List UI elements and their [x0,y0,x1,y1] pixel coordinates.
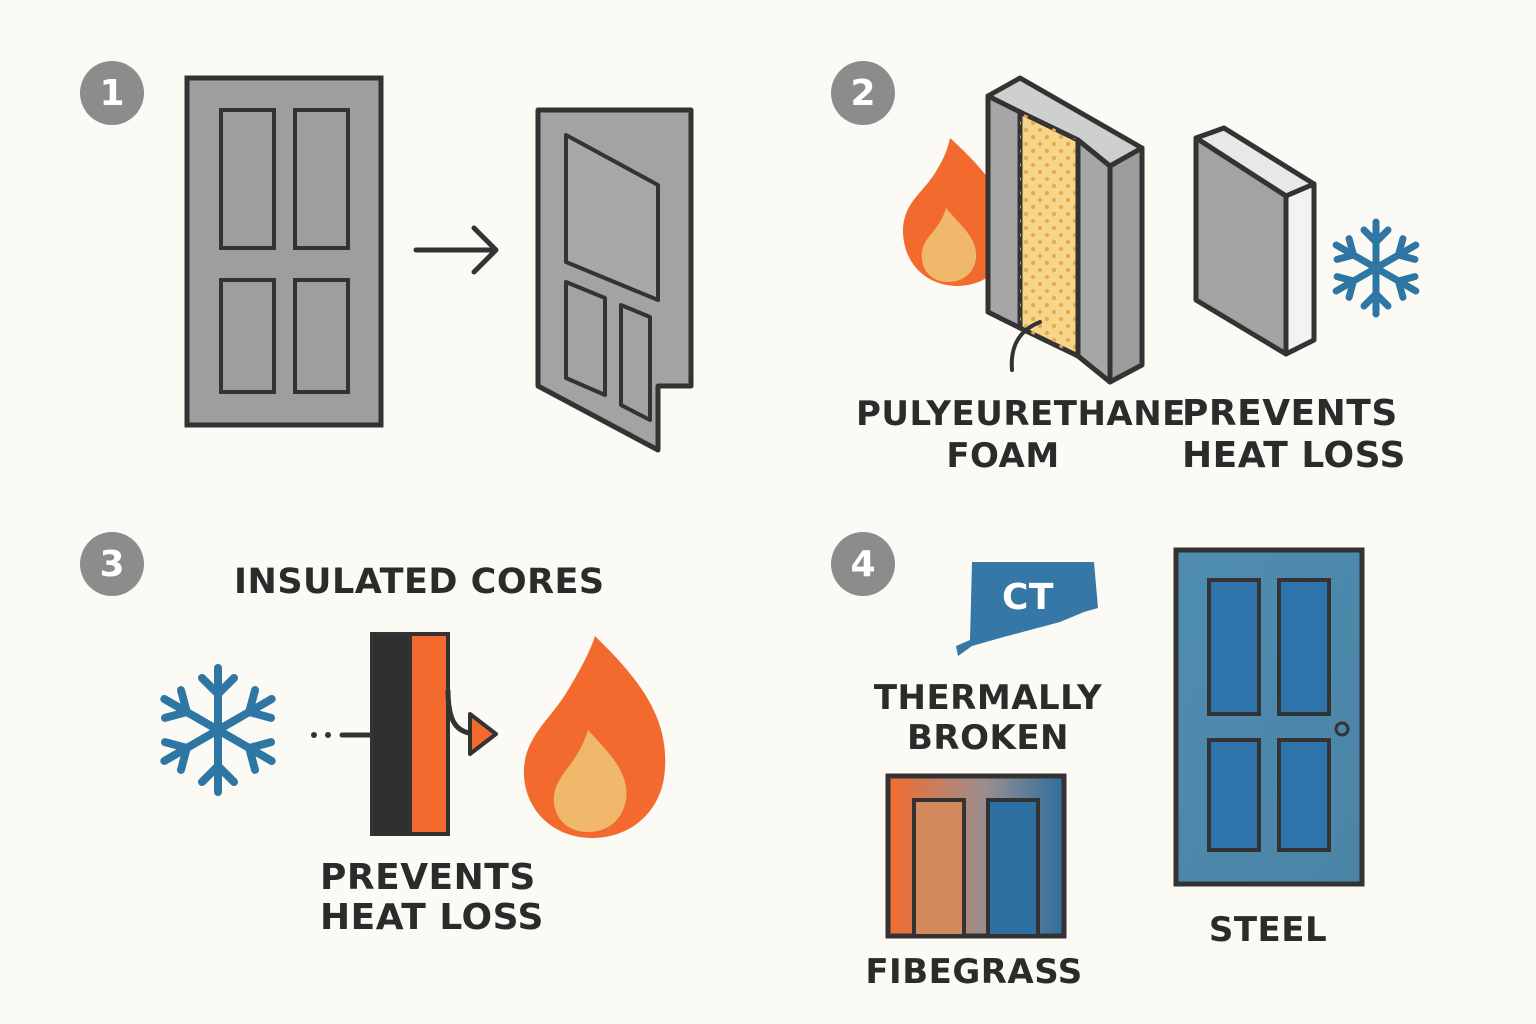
foam-label-line2: FOAM [946,436,1060,476]
snowflake-icon [156,664,279,792]
prevents-label-line1: PREVENTS [320,857,536,898]
dashed-line [311,732,375,738]
foam-label-line1: PULYEURETHANE [856,394,1186,434]
step-badge-2: 2 [831,61,895,125]
thermally-label-line2: BROKEN [906,718,1070,758]
steel-label: STEEL [1208,910,1328,950]
step-badge-3: 3 [80,532,144,596]
step-badge-4: 4 [831,532,895,596]
fiberglass-label: FIBEGRASS [865,952,1083,992]
arrow-right-icon [413,225,499,275]
fiberglass-door-icon [885,773,1067,939]
steel-door-icon [1173,547,1365,887]
flame-icon [902,138,1009,286]
insulated-cores-title: INSULATED CORES [234,562,605,602]
ct-state-icon [956,562,1098,656]
snowflake-icon [1330,218,1422,314]
thermally-label-line1: THERMALLY [873,678,1103,718]
panel-icon [1193,125,1317,357]
ct-label: CT [1002,577,1054,618]
prevents-label-line2: HEAT LOSS [1182,435,1406,476]
insulated-core-icon [370,632,498,836]
prevents-label-line1: PREVENTS [1182,393,1398,434]
foam-panel-icon [985,75,1145,385]
door-icon [184,75,384,428]
opening-door-icon [535,107,694,453]
step-badge-1: 1 [80,61,144,125]
prevents-label-line2: HEAT LOSS [320,897,544,938]
flame-icon [523,636,666,838]
